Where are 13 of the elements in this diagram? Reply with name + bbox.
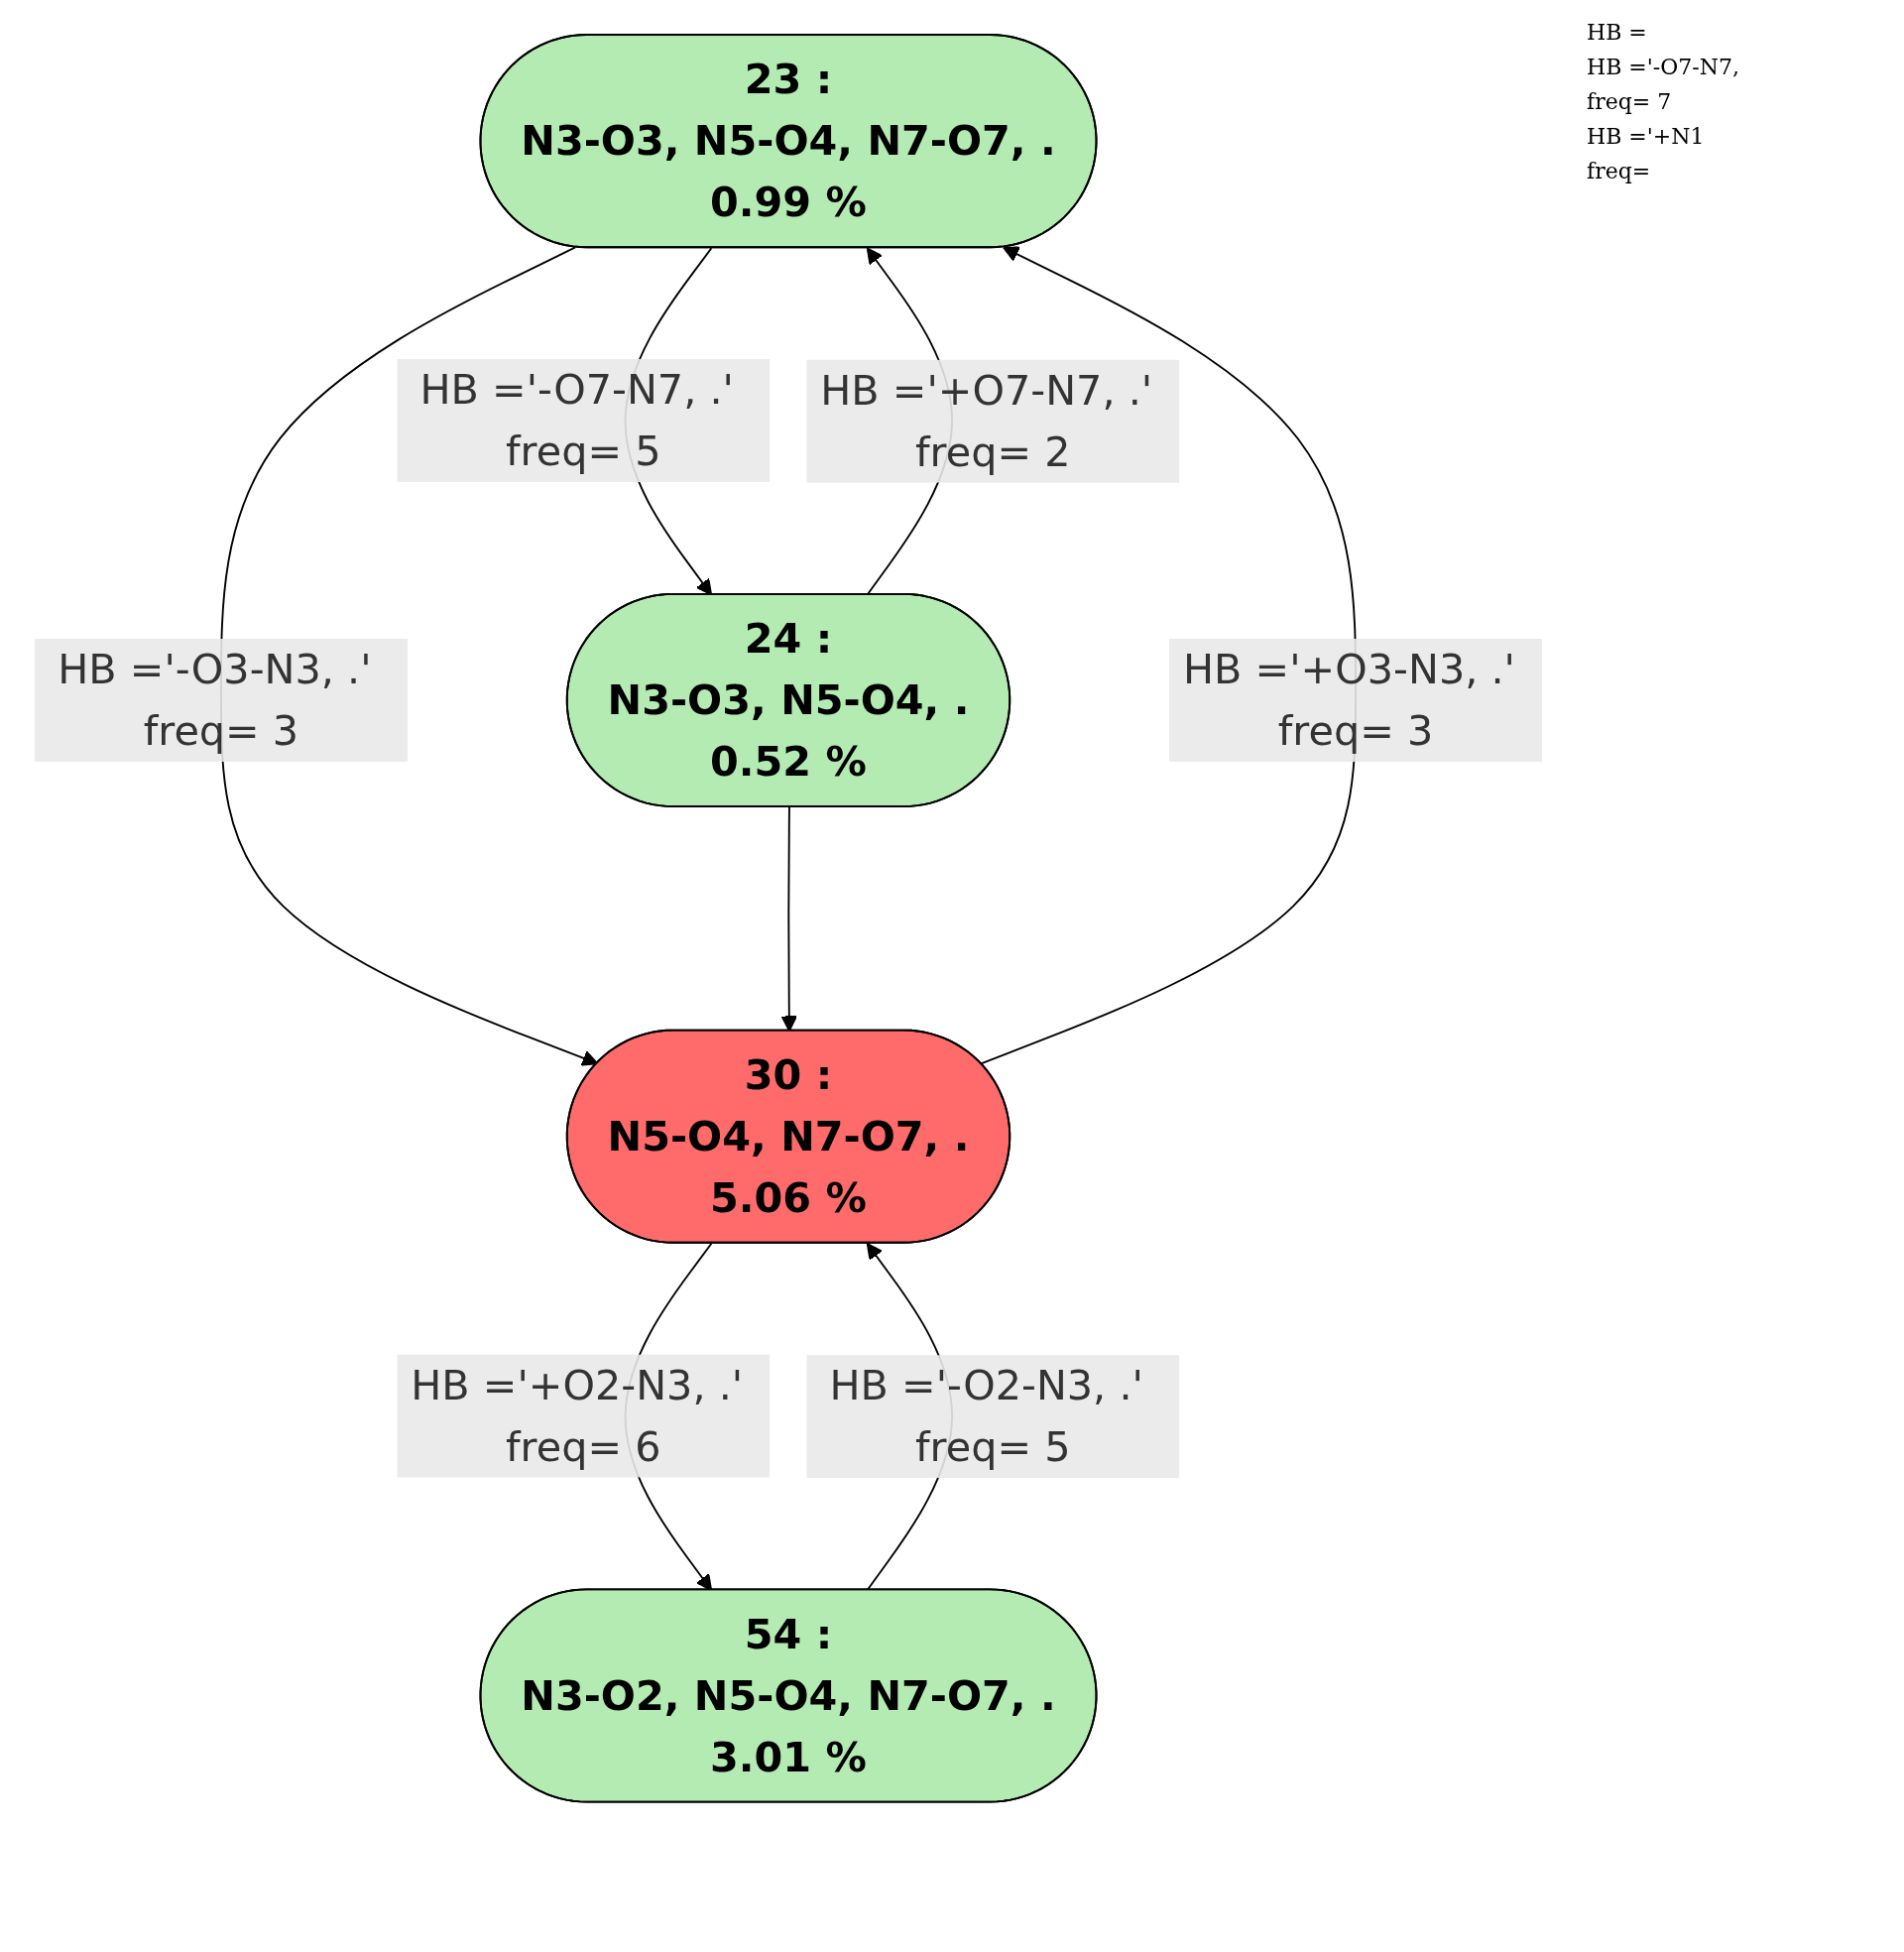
edge-label: HB ='-O2-N3, .' freq= 5 xyxy=(829,1362,1143,1471)
edge-label: HB ='-O3-N3, .' freq= 3 xyxy=(58,646,372,755)
note-text: HB = xyxy=(1587,20,1648,45)
note-text: freq= xyxy=(1587,159,1652,183)
arrow xyxy=(980,246,1357,1065)
edge-label: HB ='-O7-N7, .' freq= 5 xyxy=(419,366,734,475)
edge-label: HB ='+O7-N7, .' freq= 2 xyxy=(820,367,1153,476)
edge-label: HB ='+O3-N3, .' freq= 3 xyxy=(1182,646,1515,755)
arrow xyxy=(220,246,599,1066)
edge-label: HB ='+O2-N3, .' freq= 6 xyxy=(411,1362,744,1471)
note-text: HB ='+N1 xyxy=(1587,124,1706,149)
note-text: freq= 7 xyxy=(1587,89,1673,114)
note-text: HB ='-O7-N7, xyxy=(1587,55,1740,79)
